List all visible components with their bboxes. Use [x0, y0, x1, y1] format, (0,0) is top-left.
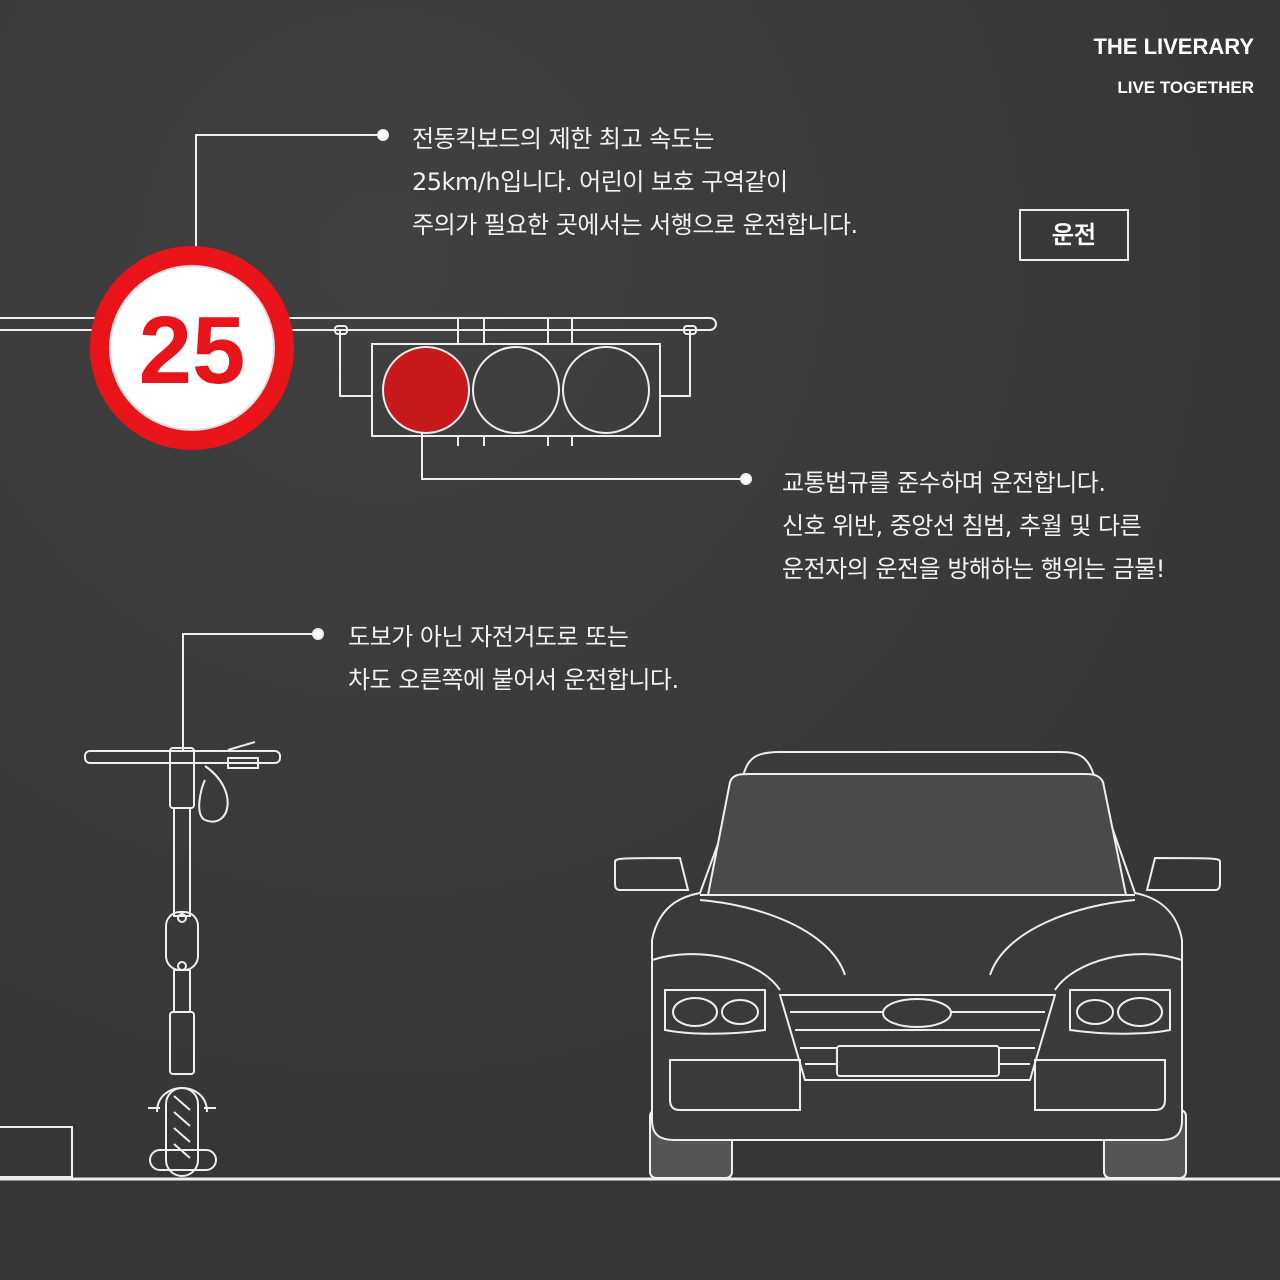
- note-line: 교통법규를 준수하며 운전합니다.: [782, 469, 1106, 497]
- red-light-icon: [382, 346, 470, 434]
- curb: [0, 1126, 73, 1178]
- note-line: 25km/h입니다. 어린이 보호 구역같이: [412, 168, 788, 196]
- note-line: 전동킥보드의 제한 최고 속도는: [412, 125, 714, 153]
- traffic-light: [371, 343, 661, 437]
- note-line: 신호 위반, 중앙선 침범, 추월 및 다른: [782, 512, 1142, 540]
- traffic-law-note: 교통법규를 준수하며 운전합니다. 신호 위반, 중앙선 침범, 추월 및 다른…: [782, 462, 1165, 591]
- kick-scooter: [84, 741, 281, 1177]
- car: [614, 751, 1221, 1179]
- yellow-light-icon: [472, 346, 560, 434]
- signal-pole: [0, 317, 717, 446]
- brand-subtitle: LIVE TOGETHER: [1117, 78, 1254, 97]
- note-line: 차도 오른쪽에 붙어서 운전합니다.: [348, 666, 679, 694]
- lane-note: 도보가 아닌 자전거도로 또는 차도 오른쪽에 붙어서 운전합니다.: [348, 616, 679, 702]
- speed-limit-sign: 25: [90, 246, 294, 450]
- leader-lines: [182, 129, 752, 750]
- green-light-icon: [562, 346, 650, 434]
- note-line: 도보가 아닌 자전거도로 또는: [348, 623, 629, 651]
- speed-limit-value: 25: [139, 297, 246, 404]
- brand-title: THE LIVERARY: [1093, 34, 1254, 59]
- note-line: 운전자의 운전을 방해하는 행위는 금물!: [782, 555, 1165, 583]
- category-tag: 운전: [1019, 209, 1129, 261]
- speed-limit-note: 전동킥보드의 제한 최고 속도는 25km/h입니다. 어린이 보호 구역같이 …: [412, 118, 858, 247]
- note-line: 주의가 필요한 곳에서는 서행으로 운전합니다.: [412, 211, 858, 239]
